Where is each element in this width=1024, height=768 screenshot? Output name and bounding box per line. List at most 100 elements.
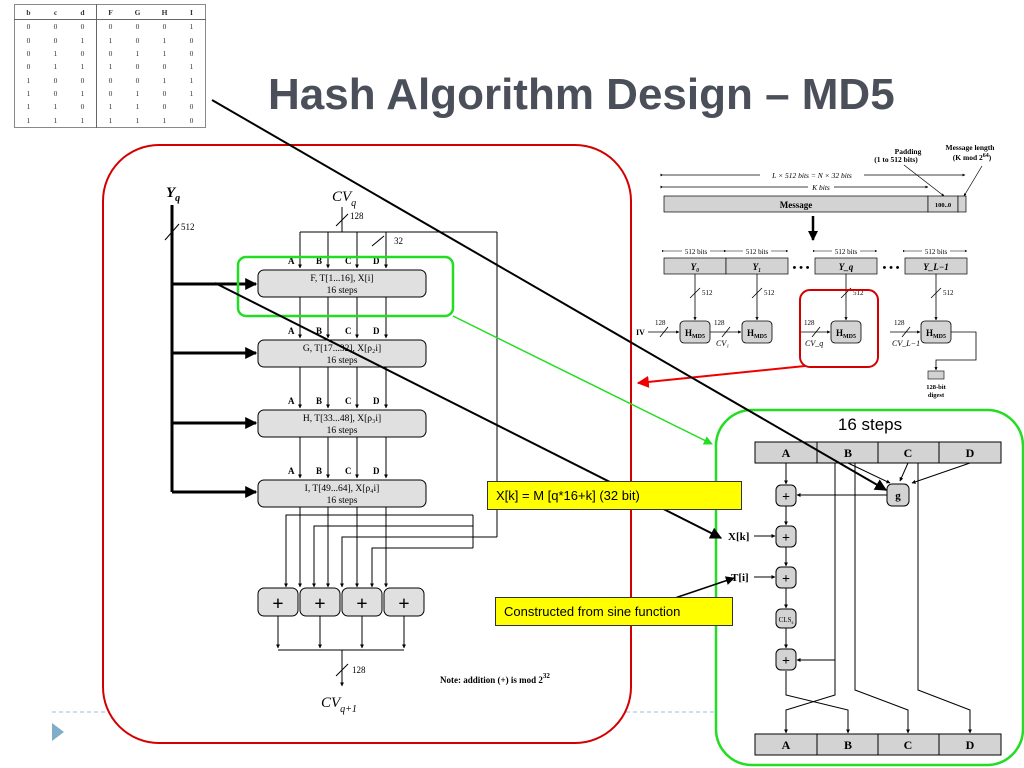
length-bar (957, 195, 967, 213)
label-backdrop (808, 182, 834, 191)
width-32-label: 32 (394, 236, 403, 246)
step-diagram-title: 16 steps (837, 415, 903, 434)
triangle-right-icon[interactable] (52, 723, 64, 741)
xk-label: X[k] (728, 531, 749, 543)
header-f: F (96, 4, 124, 20)
block-bits-label: 512 bits (925, 248, 948, 256)
cvq-label: CVq (332, 189, 356, 209)
table-cell: 1 (162, 115, 167, 125)
plus-icon: + (398, 593, 409, 615)
block-label: Y_q (839, 262, 854, 272)
round4-steps: 16 steps (327, 496, 358, 506)
sine-callout: Constructed from sine function (495, 597, 733, 626)
table-cell: 0 (53, 88, 58, 98)
chain-lines (648, 326, 977, 371)
truth-table-pointer-arrow (211, 99, 888, 491)
plus-icon: + (782, 490, 790, 505)
round2-box (257, 339, 427, 368)
table-cell: 1 (53, 48, 58, 58)
register-d-bottom (938, 733, 1002, 756)
k-bits-label: K bits (811, 183, 830, 192)
feedforward-lines (284, 514, 497, 588)
label-b: B (316, 396, 322, 406)
adder (775, 648, 797, 671)
green-pointer-arrow (452, 315, 713, 445)
sine-pointer-arrow (671, 576, 735, 600)
table-cell: 1 (162, 35, 167, 45)
pad-bits-label: 100..0 (935, 202, 951, 209)
total-length-label: L × 512 bits = N × 32 bits (771, 171, 852, 180)
header-d: d (69, 4, 97, 20)
label-d: D (373, 256, 380, 266)
ellipsis: • • • (882, 262, 899, 274)
table-cell: 1 (80, 35, 85, 45)
slide-title: Hash Algorithm Design – MD5 (268, 70, 895, 119)
register-label: C (904, 446, 913, 460)
width-tick (371, 235, 385, 247)
width-label: 512 (702, 289, 713, 297)
round3-steps: 16 steps (327, 426, 358, 436)
round1-function: F, T[1...16], X[i] (310, 274, 373, 284)
width-512-label: 512 (181, 222, 195, 232)
table-cell: 0 (80, 102, 85, 112)
hmd5-label: HMD5 (747, 328, 767, 340)
digest-label: digest (928, 392, 945, 399)
width-label: 128 (894, 319, 905, 327)
abcd-labels-round2: A B C D (288, 326, 380, 336)
table-cell: 1 (189, 75, 194, 85)
message-length-label: Message length (946, 143, 996, 152)
cv-label: CV_L−1 (892, 339, 920, 348)
table-cell: 0 (162, 88, 167, 98)
register-label: A (782, 738, 791, 752)
padding-label: Padding (895, 147, 922, 156)
table-cell: 0 (189, 115, 194, 125)
round1-box (257, 269, 427, 298)
width-label: 128 (655, 319, 666, 327)
table-cell: 0 (26, 35, 31, 45)
block-label: Y₀ (691, 262, 700, 272)
plus-icon: + (356, 593, 367, 615)
width-128-bottom-label: 128 (352, 665, 366, 675)
table-cell: 1 (135, 88, 140, 98)
adder (775, 566, 797, 589)
table-cell: 0 (26, 48, 31, 58)
table-cell: 0 (135, 35, 140, 45)
block-label: Y_L−1 (923, 262, 948, 272)
hmd5-label: HMD5 (836, 328, 856, 340)
table-cell: 1 (80, 62, 85, 72)
table-cell: 1 (80, 115, 85, 125)
table-cell: 0 (162, 62, 167, 72)
table-cell: 0 (26, 22, 31, 32)
round3-box (257, 409, 427, 438)
table-cell: 0 (80, 75, 85, 85)
block-bits-label: 512 bits (746, 248, 769, 256)
header-h: H (151, 4, 178, 20)
abcd-labels-round3: A B C D (288, 396, 380, 406)
label-a: A (288, 256, 295, 266)
label-d: D (373, 466, 380, 476)
md5-overview-diagram: Padding (1 to 512 bits) Message length (… (636, 143, 995, 399)
register-label: B (844, 446, 852, 460)
register-label: A (782, 446, 791, 460)
round1-steps: 16 steps (327, 286, 358, 296)
table-cell: 0 (53, 35, 58, 45)
cv-labels: CV₁ CV_q CV_L−1 (716, 339, 920, 348)
red-pointer-arrow (636, 365, 806, 388)
table-cell: 0 (96, 86, 124, 101)
table-cell: 0 (135, 62, 140, 72)
width-label: 128 (804, 319, 815, 327)
round2-function: G, T[17...32], X[ρ₂i] (303, 344, 381, 354)
block-label: Y₁ (753, 262, 762, 272)
table-cell: 1 (96, 100, 124, 114)
hmd5-label: HMD5 (926, 328, 946, 340)
block-bits-label: 512 bits (685, 248, 708, 256)
xk-callout: X[k] = M [q*16+k] (32 bit) (487, 481, 742, 510)
register-label: C (904, 738, 913, 752)
block-width-labels: 512 512 512 512 (702, 289, 954, 297)
header-c: c (42, 4, 69, 20)
table-cell: 1 (162, 75, 167, 85)
